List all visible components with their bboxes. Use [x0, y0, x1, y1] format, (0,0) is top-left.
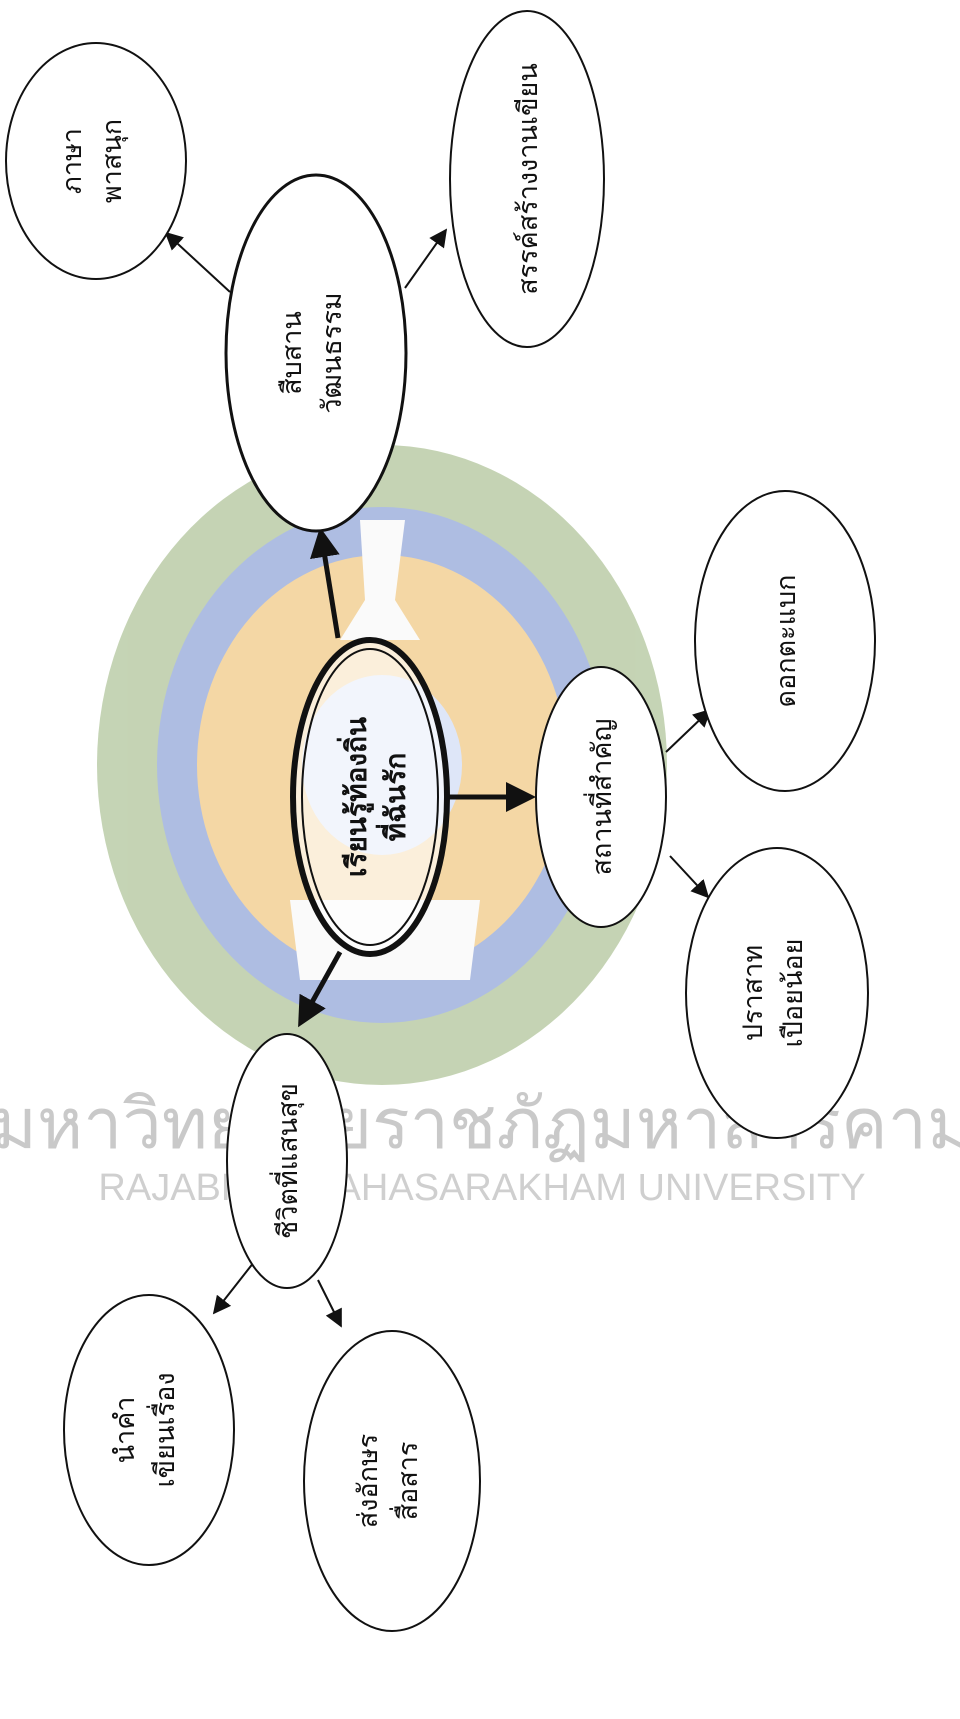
leaf-letters-line2: สื่อสาร: [389, 1442, 424, 1521]
branch-culture-line1: สืบสาน: [277, 311, 308, 395]
leaf-flower-node: ดอกตะแบก: [694, 490, 876, 792]
arrow-culture-to-language: [164, 231, 231, 293]
leaf-castle-line1: ปราสาท: [738, 945, 769, 1041]
branch-life-line1: ชีวิตที่แสนสุข: [269, 1083, 305, 1239]
connector-lines: [164, 228, 712, 1328]
leaf-language-line2: พาสนุก: [97, 119, 129, 203]
arrow-life-to-words: [212, 1261, 255, 1315]
leaf-words-node: นำคำ เขียนเรื่อง: [63, 1294, 235, 1566]
arrow-life-to-letters: [317, 1279, 342, 1328]
arrow-places-to-flower: [665, 708, 712, 753]
leaf-language-node: ภาษา พาสนุก: [5, 42, 187, 280]
branch-culture-line2: วัฒนธรรม: [317, 292, 348, 413]
center-node-line2: ที่ฉันรัก: [375, 753, 412, 842]
arrow-places-to-castle: [669, 855, 710, 899]
arrow-center-to-life: [298, 950, 343, 1028]
leaf-words-line2: เขียนเรื่อง: [146, 1372, 181, 1487]
leaf-creative-node: สรรค์สร้างงานเขียน: [449, 10, 605, 348]
branch-culture-node: สืบสาน วัฒนธรรม: [224, 173, 408, 533]
arrow-culture-to-creative: [404, 228, 448, 289]
arrow-center-to-culture: [310, 527, 341, 639]
seal-pagoda-icon: [340, 520, 420, 640]
leaf-letters-line1: ส่งอักษร: [353, 1434, 384, 1529]
leaf-castle-line2: เปือยน้อย: [778, 939, 809, 1048]
center-node: เรียนรู้ท้องถิ่น ที่ฉันรัก: [290, 637, 450, 957]
leaf-words-line1: นำคำ: [110, 1397, 141, 1464]
branch-life-node: ชีวิตที่แสนสุข: [226, 1033, 348, 1289]
center-node-line1: เรียนรู้ท้องถิ่น: [336, 717, 374, 877]
leaf-letters-node: ส่งอักษร สื่อสาร: [303, 1330, 481, 1632]
leaf-creative-line1: สรรค์สร้างงานเขียน: [512, 63, 544, 295]
leaf-flower-line1: ดอกตะแบก: [771, 574, 802, 707]
branch-places-line1: สถานที่สำคัญ: [583, 719, 618, 876]
leaf-castle-node: ปราสาท เปือยน้อย: [685, 847, 869, 1139]
watermark-english-text: RAJABHAT MAHASARAKHAM UNIVERSITY: [98, 1167, 865, 1209]
leaf-language-line1: ภาษา: [57, 128, 88, 194]
branch-places-node: สถานที่สำคัญ: [535, 666, 667, 928]
